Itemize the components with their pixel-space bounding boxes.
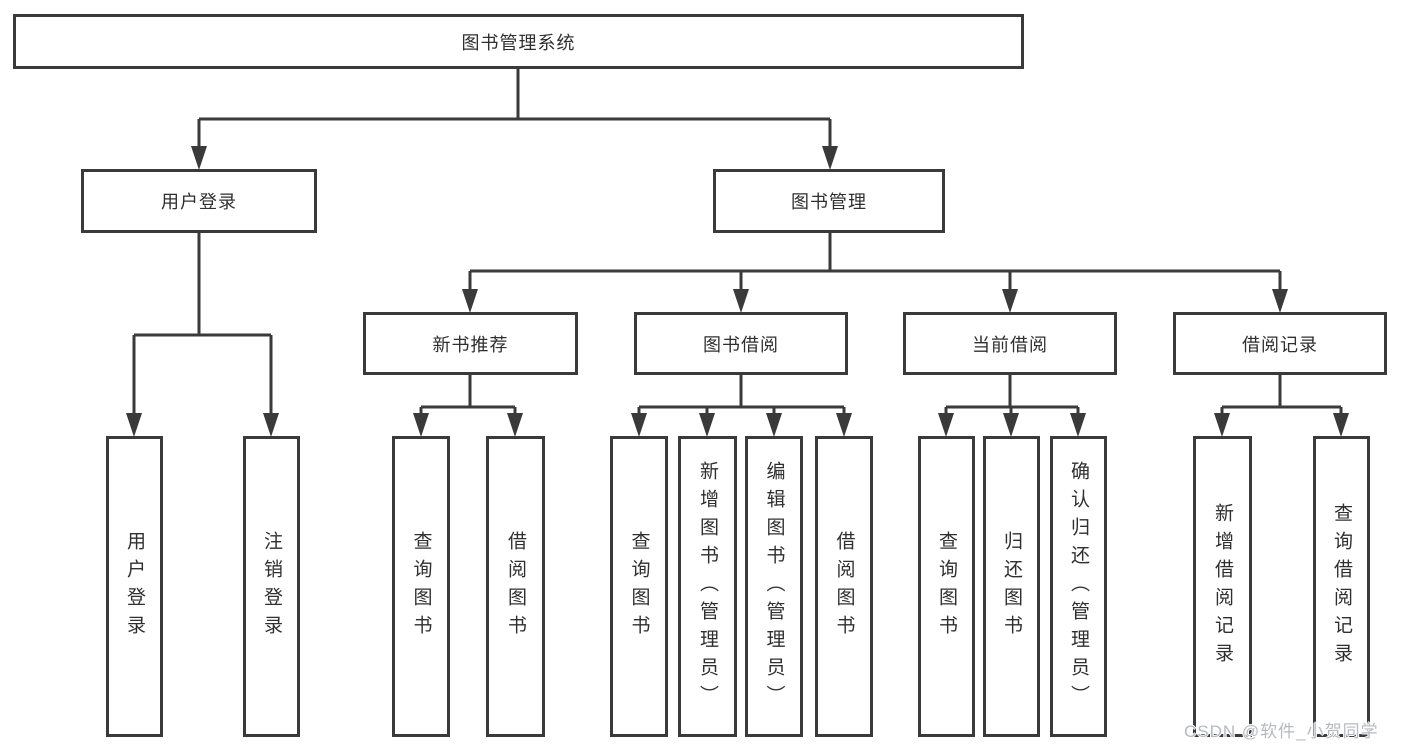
node-book-management: 图书管理 [713, 169, 945, 233]
node-current-borrow: 当前借阅 [903, 312, 1117, 375]
node-user-login: 用户登录 [81, 169, 317, 233]
leaf-query-borrow-record: 查询借阅记录 [1313, 436, 1370, 737]
leaf-query-books-3: 查询图书 [918, 436, 975, 737]
leaf-query-books-2: 查询图书 [610, 436, 668, 737]
leaf-logout: 注销登录 [243, 436, 300, 737]
csdn-watermark: CSDN @软件_小贺同学 [1184, 722, 1379, 741]
leaf-add-borrow-record: 新增借阅记录 [1193, 436, 1252, 737]
node-new-book-recommend: 新书推荐 [363, 312, 578, 375]
leaf-borrow-books-2: 借阅图书 [815, 436, 873, 737]
leaf-user-login: 用户登录 [106, 436, 163, 737]
leaf-confirm-return-admin: 确认归还（管理员） [1050, 436, 1107, 737]
leaf-query-books-1: 查询图书 [392, 436, 450, 737]
leaf-add-books-admin: 新增图书（管理员） [678, 436, 737, 737]
leaf-borrow-books-1: 借阅图书 [486, 436, 545, 737]
node-book-borrow: 图书借阅 [634, 312, 848, 375]
node-borrow-record: 借阅记录 [1173, 312, 1387, 375]
leaf-edit-books-admin: 编辑图书（管理员） [745, 436, 803, 737]
leaf-return-books: 归还图书 [983, 436, 1040, 737]
node-library-system: 图书管理系统 [13, 14, 1024, 69]
